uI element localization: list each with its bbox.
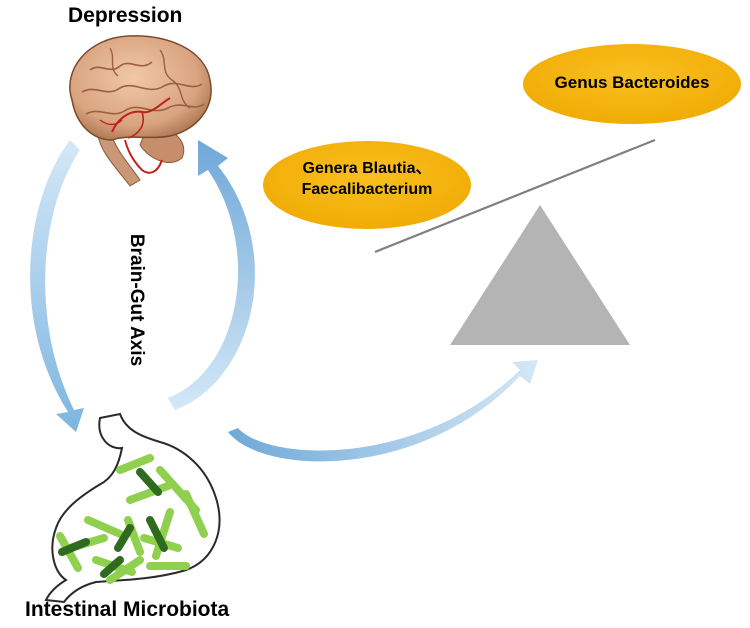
balance-beam (374, 138, 656, 254)
brain-gut-axis-label: Brain-Gut Axis (126, 233, 147, 367)
arrow-gut-to-brain (168, 140, 255, 410)
intestinal-microbiota-label: Intestinal Microbiota (25, 598, 230, 621)
bacteroides-text: Genus Bacteroides (554, 73, 710, 92)
brain-icon (69, 35, 212, 187)
stomach-icon (44, 412, 221, 604)
blautia-text-line2: Faecalibacterium (301, 181, 433, 198)
arrow-gut-to-balance (228, 360, 538, 462)
arrow-brain-to-gut (30, 140, 84, 432)
blautia-text: Genera Blautia、 Faecalibacterium (263, 158, 471, 200)
fulcrum-triangle (450, 205, 630, 345)
blautia-text-line1: Genera Blautia、 (302, 160, 432, 177)
depression-label: Depression (68, 4, 183, 27)
bacteroides-oval (523, 44, 741, 124)
blautia-oval (263, 141, 471, 229)
